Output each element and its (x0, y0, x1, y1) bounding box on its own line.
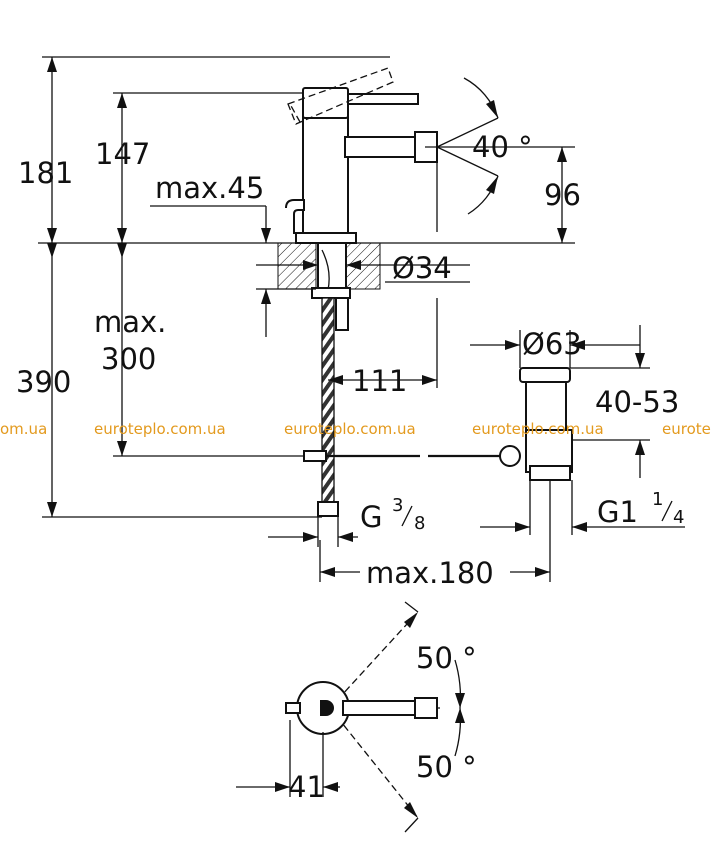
svg-text:G: G (360, 500, 382, 534)
hose-fitting (317, 501, 339, 517)
dimension-labels: 181 147 max.45 96 40 ° Ø34 max. 300 390 … (16, 130, 684, 804)
rod-clamp (303, 450, 327, 462)
svg-text:G1: G1 (597, 495, 638, 529)
label-390: 390 (16, 365, 71, 399)
plan-indicator (320, 700, 334, 716)
watermark-row: om.ua euroteplo.com.ua euroteplo.com.ua … (0, 420, 711, 438)
pop-up-rod-guide (335, 297, 349, 331)
watermark-1: euroteplo.com.ua (94, 420, 226, 438)
rod-pivot (499, 445, 521, 467)
lever-cap (302, 87, 349, 119)
svg-text:3: 3 (392, 495, 403, 516)
label-g-3-8: G 3 8 (360, 495, 425, 534)
label-181: 181 (18, 156, 73, 190)
popup-knob (285, 199, 305, 234)
watermark-partial-left: om.ua (0, 420, 47, 438)
label-max45: max.45 (155, 171, 264, 205)
mounting-nut (311, 287, 351, 299)
faucet-base (295, 232, 357, 244)
label-max180: max.180 (366, 556, 494, 590)
plan-nozzle (414, 697, 438, 719)
waste-body (525, 381, 567, 431)
label-diameter-34: Ø34 (392, 251, 452, 285)
label-300: 300 (101, 342, 156, 376)
svg-text:1: 1 (652, 489, 663, 510)
label-96: 96 (544, 178, 581, 212)
plan-lever (342, 700, 419, 716)
dimension-lines (42, 56, 685, 582)
label-111: 111 (352, 364, 407, 398)
waste-nut (529, 465, 571, 481)
spout (344, 136, 421, 158)
svg-text:8: 8 (414, 513, 425, 534)
label-g1-1-4: G1 1 4 (597, 489, 684, 529)
shank-curve (321, 249, 330, 291)
label-50deg-top: 50 ° (416, 641, 477, 675)
plan-view (236, 601, 465, 833)
watermark-2: euroteplo.com.ua (284, 420, 416, 438)
label-147: 147 (95, 137, 150, 171)
label-41: 41 (288, 770, 325, 804)
label-40-53: 40-53 (595, 385, 679, 419)
lever-open-position (287, 67, 394, 125)
supply-hose (321, 297, 335, 504)
label-max: max. (94, 305, 166, 339)
label-diameter-63: Ø63 (522, 327, 582, 361)
label-50deg-bottom: 50 ° (416, 750, 477, 784)
label-40deg: 40 ° (472, 130, 533, 164)
svg-text:4: 4 (673, 507, 684, 528)
watermark-3: euroteplo.com.ua (472, 420, 604, 438)
plan-knob (285, 702, 301, 714)
watermark-partial-right: eurote (662, 420, 711, 438)
side-elevation (38, 56, 685, 582)
waste-flange (519, 367, 571, 383)
